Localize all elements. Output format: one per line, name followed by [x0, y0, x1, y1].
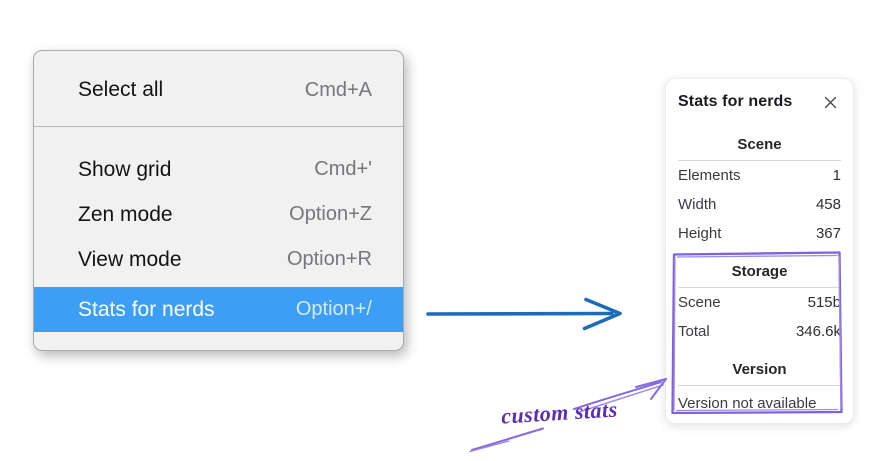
menu-item-shortcut: Cmd+'	[314, 158, 372, 180]
menu-item-label: View mode	[78, 247, 182, 271]
blue-arrow	[426, 297, 622, 331]
section-heading-version: Version	[732, 361, 787, 378]
custom-stats-annotation: custom stats	[500, 396, 619, 429]
menu-item-shortcut: Option+/	[295, 298, 372, 320]
section-heading-scene: Scene	[737, 136, 782, 153]
stat-label: Height	[678, 225, 722, 242]
stat-value: 1	[832, 167, 841, 184]
menu-item-shortcut: Option+Z	[289, 203, 372, 225]
menu-item-label: Show grid	[78, 157, 172, 181]
menu-item-select-all[interactable]: Select all Cmd+A	[34, 67, 403, 113]
stat-label: Total	[678, 323, 710, 340]
sketch-stroke	[469, 427, 544, 453]
divider	[678, 385, 841, 386]
menu-item-label: Zen mode	[78, 202, 173, 226]
stats-panel: Stats for nerds Scene Elements 1 Width 4…	[665, 78, 854, 424]
context-menu: Select all Cmd+A Show grid Cmd+' Zen mod…	[33, 50, 404, 351]
menu-item-shortcut: Option+R	[286, 248, 372, 270]
stat-value: 515b	[807, 294, 841, 311]
stat-value: 346.6k	[795, 323, 841, 340]
menu-item-view-mode[interactable]: View mode Option+R	[34, 237, 403, 282]
menu-separator	[34, 126, 403, 127]
stat-label: Width	[678, 196, 717, 213]
menu-item-show-grid[interactable]: Show grid Cmd+'	[34, 147, 403, 192]
stat-row-total-storage: Total 346.6k	[678, 317, 841, 346]
stat-row-scene-storage: Scene 515b	[678, 288, 841, 317]
menu-item-stats-for-nerds[interactable]: Stats for nerds Option+/	[34, 287, 403, 332]
section-heading-storage: Storage	[731, 263, 788, 280]
close-icon	[824, 96, 837, 108]
stat-row-elements: Elements 1	[678, 161, 841, 190]
stats-panel-title: Stats for nerds	[678, 93, 793, 110]
menu-item-label: Stats for nerds	[78, 297, 215, 321]
stat-row-width: Width 458	[678, 190, 841, 219]
menu-item-label: Select all	[78, 78, 164, 101]
close-button[interactable]	[820, 92, 841, 113]
stat-label: Elements	[678, 167, 741, 184]
menu-item-shortcut: Cmd+A	[304, 78, 372, 101]
version-note: Version not available	[678, 395, 817, 412]
stat-label: Scene	[678, 294, 721, 311]
stat-value: 458	[815, 196, 841, 213]
stats-panel-header: Stats for nerds	[678, 89, 841, 115]
menu-item-zen-mode[interactable]: Zen mode Option+Z	[34, 192, 403, 237]
stat-row-height: Height 367	[678, 219, 841, 248]
stat-value: 367	[815, 225, 841, 242]
divider	[678, 160, 841, 161]
